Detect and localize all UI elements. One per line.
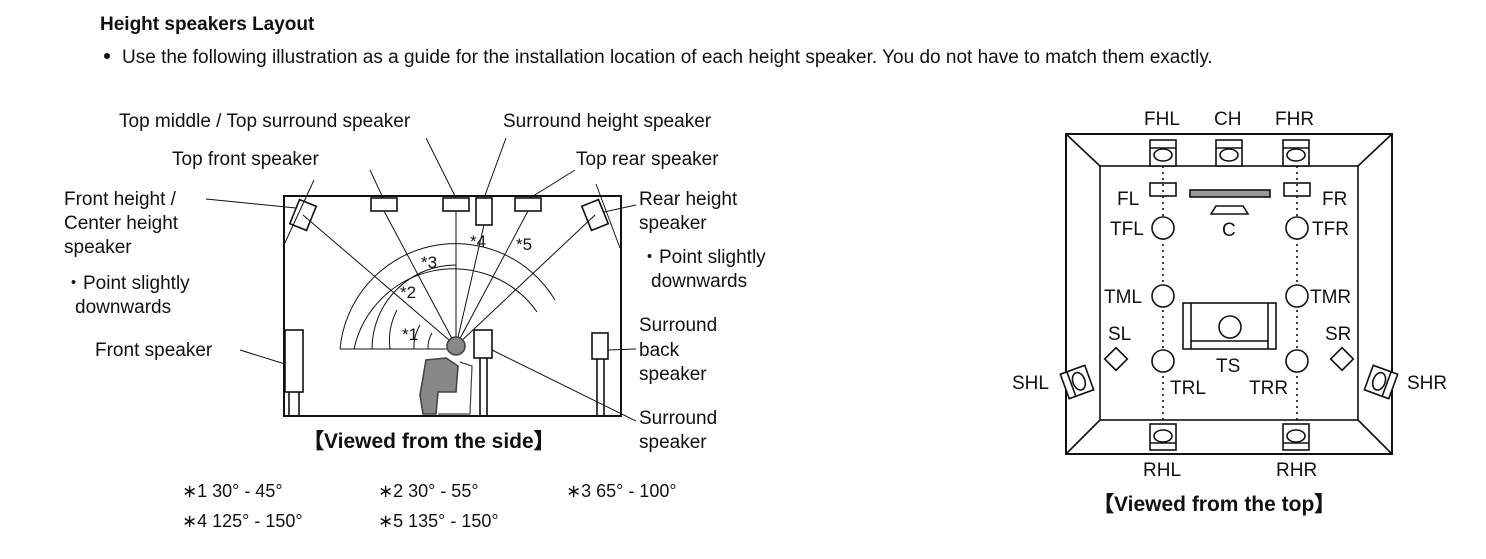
section-title: Height speakers Layout — [100, 14, 315, 35]
rhl-speaker-icon — [1149, 423, 1177, 451]
top-view-caption: 【Viewed from the top】 — [1093, 493, 1335, 516]
label-top-front: Top front speaker — [172, 149, 319, 170]
label-surround-back-3: speaker — [639, 364, 707, 385]
label-top-rear: Top rear speaker — [576, 149, 719, 170]
surround-speaker-icon — [473, 329, 493, 359]
label-point-left-2: downwards — [75, 297, 171, 318]
angle-mark-2: *2 — [400, 283, 416, 302]
label-shr: SHR — [1407, 373, 1447, 394]
note-4: ∗4 125° - 150° — [182, 511, 303, 531]
shl-speaker-icon — [1059, 364, 1095, 400]
guide-bullet: Use the following illustration as a guid… — [104, 47, 1213, 69]
label-ch: CH — [1214, 109, 1241, 130]
label-surround-height: Surround height speaker — [503, 111, 712, 132]
fhr-speaker-icon — [1282, 139, 1310, 167]
surround-back-speaker-icon — [591, 332, 609, 360]
label-fhl: FHL — [1144, 109, 1180, 130]
angle-mark-1: *1 — [402, 325, 418, 344]
label-rhr: RHR — [1276, 460, 1317, 481]
label-shl: SHL — [1012, 373, 1049, 394]
angle-mark-3: *3 — [421, 253, 437, 272]
front-height-speaker-icon — [288, 198, 318, 232]
side-room-outline — [283, 195, 622, 417]
label-point-left-1: ・Point slightly — [64, 273, 190, 294]
surround-height-speaker-icon — [475, 197, 493, 226]
label-front-height-2: Center height — [64, 213, 179, 234]
bullet-dot — [104, 52, 110, 59]
ts-speaker-icon — [1218, 315, 1242, 339]
note-3: ∗3 65° - 100° — [566, 481, 677, 501]
sr-speaker-icon — [1329, 346, 1355, 372]
label-sl: SL — [1108, 324, 1131, 345]
label-tml: TML — [1104, 287, 1142, 308]
label-trr: TRR — [1249, 378, 1288, 399]
tv-icon — [1189, 189, 1271, 198]
label-fhr: FHR — [1275, 109, 1314, 130]
label-rear-height-2: speaker — [639, 213, 707, 234]
label-point-right-1: ・Point slightly — [640, 247, 766, 268]
label-rhl: RHL — [1143, 460, 1181, 481]
label-tfl: TFL — [1110, 219, 1144, 240]
label-sr: SR — [1325, 324, 1351, 345]
label-surround-back-2: back — [639, 340, 680, 361]
ch-speaker-icon — [1215, 139, 1243, 167]
side-view-caption: 【Viewed from the side】 — [303, 430, 555, 453]
tfr-speaker-icon — [1285, 216, 1309, 240]
label-surround-1: Surround — [639, 408, 717, 429]
guide-text: Use the following illustration as a guid… — [122, 47, 1213, 68]
label-fr: FR — [1322, 189, 1347, 210]
top-front-speaker-icon — [370, 197, 398, 212]
label-front-height-1: Front height / — [64, 189, 177, 210]
label-top-middle: Top middle / Top surround speaker — [119, 111, 411, 132]
top-view-diagram — [1059, 133, 1399, 455]
sofa-icon — [1182, 302, 1277, 350]
note-1: ∗1 30° - 45° — [182, 481, 283, 501]
label-trl: TRL — [1170, 378, 1206, 399]
trl-speaker-icon — [1151, 349, 1175, 373]
note-2: ∗2 30° - 55° — [378, 481, 479, 501]
rear-height-speaker-icon — [580, 198, 610, 232]
front-speaker-icon — [284, 329, 304, 393]
label-front-height-3: speaker — [64, 237, 132, 258]
side-view-diagram — [205, 137, 637, 422]
top-rear-speaker-icon — [514, 197, 542, 212]
label-ts: TS — [1216, 356, 1240, 377]
label-surround-back-1: Surround — [639, 315, 717, 336]
tml-speaker-icon — [1151, 284, 1175, 308]
rhr-speaker-icon — [1282, 423, 1310, 451]
label-fl: FL — [1117, 189, 1139, 210]
angle-mark-5: *5 — [516, 235, 532, 254]
note-5: ∗5 135° - 150° — [378, 511, 499, 531]
fhl-speaker-icon — [1149, 139, 1177, 167]
sl-speaker-icon — [1103, 346, 1129, 372]
label-point-right-2: downwards — [651, 271, 747, 292]
trr-speaker-icon — [1285, 349, 1309, 373]
angle-mark-4: *4 — [470, 232, 486, 251]
label-tfr: TFR — [1312, 219, 1349, 240]
label-surround-2: speaker — [639, 432, 707, 453]
center-speaker-icon — [1209, 205, 1250, 215]
label-front-speaker: Front speaker — [95, 340, 213, 361]
listener-body-icon — [419, 357, 459, 415]
top-middle-speaker-icon — [442, 197, 470, 212]
shr-speaker-icon — [1363, 364, 1399, 400]
label-rear-height-1: Rear height — [639, 189, 738, 210]
tfl-speaker-icon — [1151, 216, 1175, 240]
label-tmr: TMR — [1310, 287, 1351, 308]
top-room-outer — [1065, 133, 1393, 455]
tmr-speaker-icon — [1285, 284, 1309, 308]
label-c: C — [1222, 220, 1236, 241]
listener-head-icon — [446, 336, 466, 356]
